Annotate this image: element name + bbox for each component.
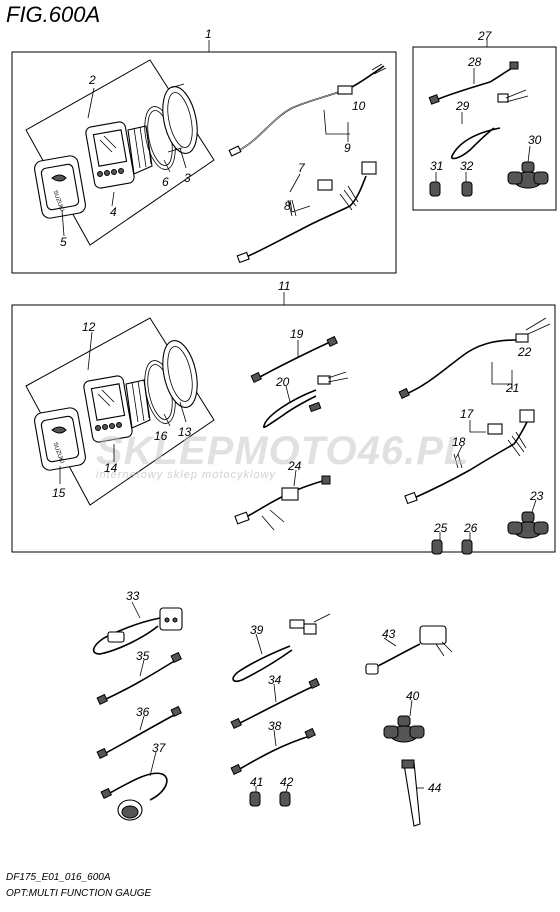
sensor-37 [100, 772, 168, 821]
figure-title: FIG.600A [6, 2, 100, 27]
cable-21 [398, 317, 551, 399]
harness-24 [234, 475, 331, 531]
bracket-nut-3 [162, 83, 198, 154]
part-number-34: 34 [268, 673, 282, 687]
harness-17 [404, 409, 535, 505]
part-number-43: 43 [382, 627, 396, 641]
leader-lines [59, 40, 537, 793]
multi-function-gauge-4 [85, 121, 153, 189]
part-number-13: 13 [178, 425, 192, 439]
terminator-25 [431, 539, 443, 555]
part-number-30: 30 [528, 133, 542, 147]
part-number-42: 42 [280, 775, 294, 789]
part-number-22: 22 [517, 345, 532, 359]
cable-9 [228, 63, 387, 157]
part-number-15: 15 [52, 486, 66, 500]
cable-36 [96, 705, 182, 759]
part-number-5: 5 [60, 235, 67, 249]
watermark-brand: SKLEPMOTO46.PL [96, 429, 469, 473]
part-number-8: 8 [284, 199, 291, 213]
terminator-31 [429, 181, 441, 197]
part-number-6: 6 [162, 175, 169, 189]
gauge-cover-5: SUZUKI [34, 155, 86, 219]
part-number-44: 44 [428, 781, 442, 795]
part-number-21: 21 [505, 381, 519, 395]
watermark-tagline: internetowy sklep motocyklowy [96, 469, 277, 481]
harness-33 [92, 607, 183, 655]
multi-function-gauge-14 [83, 375, 151, 443]
cable-tie-44 [401, 759, 421, 827]
part-number-16: 16 [154, 429, 168, 443]
terminator-32 [461, 181, 473, 197]
diagram-caption: OPT:MULTI FUNCTION GAUGE [6, 888, 152, 899]
part-number-40: 40 [406, 689, 420, 703]
t-connector-30 [507, 161, 549, 189]
part-number-35: 35 [136, 649, 150, 663]
part-number-39: 39 [250, 623, 264, 637]
part-number-4: 4 [110, 205, 117, 219]
part-number-9: 9 [344, 141, 351, 155]
part-number-26: 26 [463, 521, 478, 535]
cable-39 [232, 613, 331, 683]
cable-19 [250, 335, 338, 383]
part-number-19: 19 [290, 327, 304, 341]
part-number-33: 33 [126, 589, 140, 603]
part-number-20: 20 [275, 375, 290, 389]
part-number-7: 7 [298, 161, 306, 175]
clip-8 [287, 199, 297, 217]
cable-34 [230, 677, 320, 729]
part-number-12: 12 [82, 320, 96, 334]
part-number-23: 23 [529, 489, 544, 503]
diagram-code: DF175_E01_016_600A [6, 872, 111, 883]
cable-38 [230, 727, 316, 775]
part-number-25: 25 [433, 521, 448, 535]
part-number-27: 27 [477, 29, 493, 43]
part-number-41: 41 [250, 775, 263, 789]
assembly-box-27 [412, 46, 557, 211]
part-number-38: 38 [268, 719, 282, 733]
part-number-17: 17 [460, 407, 475, 421]
bracket-nut-13 [162, 340, 198, 408]
part-number-28: 28 [467, 55, 482, 69]
cable-20 [262, 371, 349, 429]
part-number-14: 14 [104, 461, 118, 475]
terminator-42 [279, 791, 291, 807]
part-number-11: 11 [278, 279, 290, 293]
t-connector-40 [383, 715, 425, 743]
part-number-18: 18 [452, 435, 466, 449]
harness-7 [236, 161, 377, 264]
part-number-31: 31 [430, 159, 443, 173]
clip-18 [453, 453, 463, 469]
t-connector-23 [507, 511, 549, 539]
terminator-26 [461, 539, 473, 555]
part-number-36: 36 [136, 705, 150, 719]
assembly-box-11 [11, 304, 556, 553]
cable-29 [450, 89, 529, 160]
harness-43 [365, 625, 453, 675]
cable-35 [96, 651, 182, 705]
gauge-cover-15: SUZUKI [34, 407, 86, 471]
part-number-10: 10 [352, 99, 366, 113]
part-number-24: 24 [287, 459, 302, 473]
terminator-41 [249, 791, 261, 807]
part-number-29: 29 [455, 99, 470, 113]
part-number-2: 2 [88, 73, 96, 87]
part-number-3: 3 [184, 171, 191, 185]
part-number-1: 1 [205, 27, 212, 41]
cable-28 [428, 61, 519, 105]
assembly-box-1 [11, 51, 397, 274]
part-number-37: 37 [152, 741, 167, 755]
part-number-32: 32 [460, 159, 474, 173]
